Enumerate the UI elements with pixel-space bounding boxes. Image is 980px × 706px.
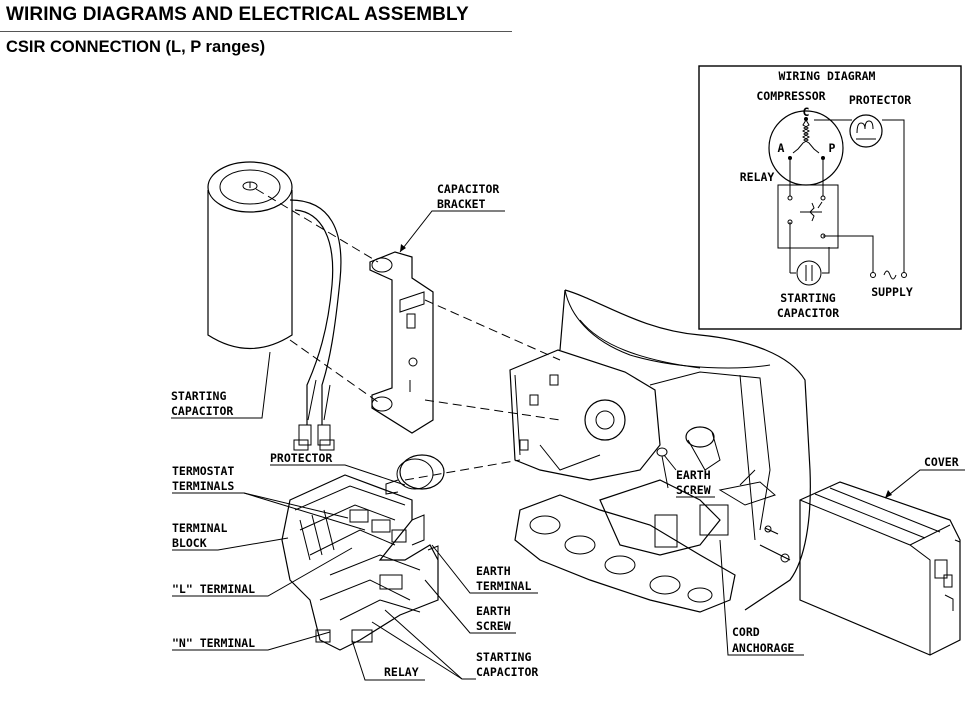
supply-symbol (883, 270, 897, 280)
callout-cover: COVER (884, 455, 965, 499)
svg-text:"N" TERMINAL: "N" TERMINAL (172, 636, 255, 650)
winding-p (803, 119, 820, 154)
svg-text:TERMINAL: TERMINAL (476, 579, 531, 593)
winding-a (792, 119, 809, 154)
relay-symbol (777, 184, 839, 249)
svg-text:SCREW: SCREW (476, 619, 511, 633)
callout-cord-anchorage: CORD ANCHORAGE (719, 539, 804, 656)
callout-starting-capacitor-bottom: STARTING CAPACITOR (371, 609, 538, 680)
callout-capacitor-bracket: CAPACITOR BRACKET (399, 182, 505, 253)
inset-capacitor-label: CAPACITOR (777, 306, 839, 320)
compressor-part (509, 289, 811, 613)
svg-text:EARTH: EARTH (676, 468, 711, 482)
svg-text:CAPACITOR: CAPACITOR (171, 404, 233, 418)
inset-compressor-label: COMPRESSOR (756, 89, 825, 103)
svg-text:STARTING: STARTING (476, 650, 531, 664)
callout-termostat-terminals: TERMOSTAT TERMINALS (172, 464, 366, 531)
svg-text:ANCHORAGE: ANCHORAGE (732, 641, 794, 655)
svg-text:COVER: COVER (924, 455, 959, 469)
wiring-diagram-inset: WIRING DIAGRAM COMPRESSOR PROTECTOR C A … (698, 65, 962, 330)
inset-protector-label: PROTECTOR (849, 93, 911, 107)
protector-symbol (849, 114, 883, 148)
cover-part (799, 481, 961, 656)
callout-protector: PROTECTOR (270, 451, 406, 486)
capacitor-symbol (796, 260, 822, 286)
svg-text:EARTH: EARTH (476, 604, 511, 618)
starting-capacitor-part (207, 161, 342, 451)
pin-p-label: P (829, 141, 836, 155)
callout-terminal-block: TERMINAL BLOCK (172, 521, 289, 551)
inset-title: WIRING DIAGRAM (779, 69, 876, 83)
svg-text:CAPACITOR: CAPACITOR (437, 182, 499, 196)
callout-relay: RELAY (351, 639, 425, 681)
page-title: WIRING DIAGRAMS AND ELECTRICAL ASSEMBLY (6, 4, 469, 25)
inset-supply-label: SUPPLY (871, 285, 913, 299)
svg-text:CORD: CORD (732, 625, 760, 639)
svg-text:PROTECTOR: PROTECTOR (270, 451, 332, 465)
svg-text:SCREW: SCREW (676, 483, 711, 497)
svg-text:"L" TERMINAL: "L" TERMINAL (172, 582, 255, 596)
svg-text:CAPACITOR: CAPACITOR (476, 665, 538, 679)
svg-text:RELAY: RELAY (384, 665, 419, 679)
title-rule (0, 31, 512, 32)
svg-text:TERMINAL: TERMINAL (172, 521, 227, 535)
pin-c-label: C (803, 105, 810, 119)
inset-starting-label: STARTING (780, 291, 835, 305)
svg-text:BRACKET: BRACKET (437, 197, 486, 211)
callout-starting-capacitor: STARTING CAPACITOR (171, 351, 271, 419)
pin-a-label: A (778, 141, 785, 155)
svg-text:STARTING: STARTING (171, 389, 226, 403)
callout-n-terminal: "N" TERMINAL (172, 631, 331, 651)
inset-frame (698, 65, 962, 330)
inset-relay-label: RELAY (740, 170, 775, 184)
svg-text:TERMINALS: TERMINALS (172, 479, 234, 493)
callout-l-terminal: "L" TERMINAL (172, 547, 353, 597)
capacitor-bracket-part (369, 251, 434, 434)
svg-text:TERMOSTAT: TERMOSTAT (172, 464, 234, 478)
callout-earth-screw: EARTH SCREW (424, 579, 516, 634)
callout-earth-terminal: EARTH TERMINAL (431, 544, 538, 594)
callout-earth-screw-top: EARTH SCREW (663, 454, 715, 498)
page-subtitle: CSIR CONNECTION (L, P ranges) (6, 38, 266, 56)
svg-text:EARTH: EARTH (476, 564, 511, 578)
terminal-block-assembly (281, 474, 439, 651)
svg-text:BLOCK: BLOCK (172, 536, 207, 550)
